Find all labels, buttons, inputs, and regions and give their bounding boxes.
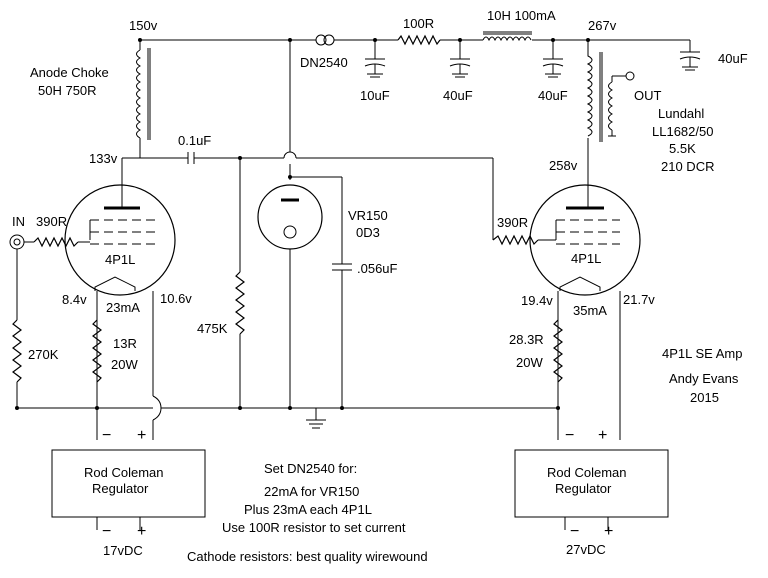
label-390r-right: 390R — [497, 215, 528, 230]
label-23ma: 23mA — [106, 300, 140, 315]
label-150v: 150v — [129, 18, 158, 33]
note-line-4: Use 100R resistor to set current — [222, 520, 406, 535]
input-jack[interactable] — [9, 234, 34, 250]
label-vr150: VR150 — [348, 208, 388, 223]
left-regulator-minus: − — [102, 427, 111, 444]
label-title-amp: 4P1L SE Amp — [662, 346, 742, 361]
label-133v: 133v — [89, 151, 118, 166]
resistor-28-3r — [553, 319, 563, 383]
right-regulator-plus: + — [598, 427, 607, 444]
resistor-100r — [397, 34, 441, 46]
right-supply-minus: − — [570, 523, 579, 540]
output-transformer — [586, 40, 635, 186]
note-line-5: Cathode resistors: best quality wirewoun… — [187, 549, 428, 564]
vr150-regulator-tube — [257, 184, 323, 408]
label-35ma: 35mA — [573, 303, 607, 318]
resistor-390r-right — [492, 234, 539, 246]
label-267v: 267v — [588, 18, 617, 33]
label-anode-choke-value: 50H 750R — [38, 83, 97, 98]
note-line-1: Set DN2540 for: — [264, 461, 357, 476]
right-regulator-title: Rod Coleman — [547, 465, 627, 480]
label-10h: 10H 100mA — [487, 8, 556, 23]
label-0d3: 0D3 — [356, 225, 380, 240]
coupling-network — [121, 151, 494, 272]
label-056uf: .056uF — [357, 261, 398, 276]
label-13r-20w: 20W — [111, 357, 138, 372]
resistor-475k — [235, 271, 245, 335]
right-regulator-subtitle: Regulator — [555, 481, 612, 496]
left-regulator-title: Rod Coleman — [84, 465, 164, 480]
regulator-box-left — [51, 449, 206, 518]
label-27vdc: 27vDC — [566, 542, 606, 557]
left-supply-minus: − — [102, 523, 111, 540]
label-tube-right: 4P1L — [571, 251, 601, 266]
label-13r: 13R — [113, 336, 137, 351]
label-ll1682: LL1682/50 — [652, 124, 713, 139]
resistor-13r — [92, 319, 102, 383]
label-out: OUT — [634, 88, 662, 103]
label-21-7v: 21.7v — [623, 292, 655, 307]
choke-10h — [482, 31, 532, 42]
label-40uf-b: 40uF — [538, 88, 568, 103]
label-28-3r: 28.3R — [509, 332, 544, 347]
left-supply-plus: + — [137, 523, 146, 540]
resistor-390r-left — [33, 236, 79, 248]
resistor-270k — [12, 319, 22, 383]
label-title-author: Andy Evans — [669, 371, 739, 386]
left-regulator-subtitle: Regulator — [92, 481, 149, 496]
right-supply-plus: + — [604, 523, 613, 540]
capacitor-40uf-a — [449, 40, 471, 78]
label-100r: 100R — [403, 16, 434, 31]
anode-choke — [136, 40, 151, 158]
label-210dcr: 210 DCR — [661, 159, 714, 174]
left-regulator-plus: + — [137, 427, 146, 444]
vr150-feed — [288, 40, 352, 408]
regulator-box-right — [514, 449, 669, 518]
note-line-3: Plus 23mA each 4P1L — [244, 502, 372, 517]
note-line-2: 22mA for VR150 — [264, 484, 359, 499]
label-270k: 270K — [28, 347, 59, 362]
capacitor-40uf-b — [542, 40, 564, 78]
tube-4p1l-left — [64, 184, 176, 296]
label-tube-left: 4P1L — [105, 252, 135, 267]
label-40uf-a: 40uF — [443, 88, 473, 103]
label-475k: 475K — [197, 321, 228, 336]
label-lundahl: Lundahl — [658, 106, 704, 121]
label-258v: 258v — [549, 158, 578, 173]
dn2540-current-source — [315, 34, 335, 46]
label-in: IN — [12, 214, 25, 229]
right-regulator-minus: − — [565, 427, 574, 444]
label-19-4v: 19.4v — [521, 293, 553, 308]
capacitor-10uf — [364, 40, 386, 78]
label-dn2540: DN2540 — [300, 55, 348, 70]
capacitor-40uf-c — [679, 40, 701, 71]
right-cathode-wiring — [557, 291, 621, 440]
label-anode-choke: Anode Choke — [30, 65, 109, 80]
label-28-3r-20w: 20W — [516, 355, 543, 370]
label-17vdc: 17vDC — [103, 543, 143, 558]
label-10-6v: 10.6v — [160, 291, 192, 306]
label-390r-left: 390R — [36, 214, 67, 229]
label-40uf-c: 40uF — [718, 51, 748, 66]
label-title-year: 2015 — [690, 390, 719, 405]
label-8-4v: 8.4v — [62, 292, 87, 307]
tube-4p1l-right — [529, 184, 641, 296]
label-10uf: 10uF — [360, 88, 390, 103]
label-5-5k: 5.5K — [669, 141, 696, 156]
label-0-1uf: 0.1uF — [178, 133, 211, 148]
